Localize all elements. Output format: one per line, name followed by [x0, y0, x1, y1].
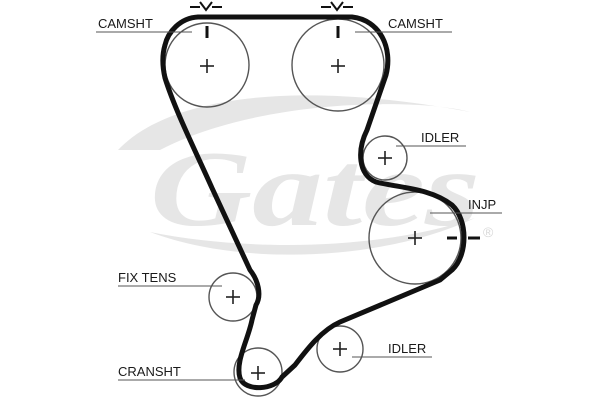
gates-logo-wordmark: Gates [150, 130, 480, 249]
crankshaft-pulley [233, 347, 283, 397]
label-camshaft-right: CAMSHT [388, 16, 443, 31]
label-crankshaft: CRANSHT [118, 364, 181, 379]
gates-logo-watermark: Gates ® [118, 95, 494, 255]
plus-icon-camshaft-right [331, 59, 345, 73]
timing-mark-icon-left [190, 1, 222, 12]
leader-lines [96, 31, 502, 381]
label-idler-upper: IDLER [421, 130, 459, 145]
plus-icon-crankshaft [251, 366, 265, 380]
plus-icon-idler-upper [378, 151, 392, 165]
label-camshaft-left: CAMSHT [98, 16, 153, 31]
label-idler-lower: IDLER [388, 341, 426, 356]
plus-icon-camshaft-left [200, 59, 214, 73]
timing-mark-icon-right [321, 1, 353, 12]
logo-swoosh-bottom [150, 218, 475, 255]
registered-mark: ® [483, 224, 494, 240]
top-timing-marks [190, 1, 353, 12]
idler-lower-pulley [316, 325, 364, 373]
logo-swoosh-top [118, 95, 470, 150]
label-fixed-tensioner: FIX TENS [118, 270, 177, 285]
timing-belt [160, 14, 467, 391]
label-injection-pump: INJP [468, 197, 496, 212]
plus-icon-injection-pump [408, 231, 422, 245]
plus-icon-fixed-tensioner [226, 290, 240, 304]
center-marks [200, 59, 422, 380]
pulley-timing-ticks [205, 26, 480, 240]
plus-icon-idler-lower [333, 342, 347, 356]
labels: CAMSHT CAMSHT IDLER INJP FIX TENS CRANSH… [98, 16, 496, 379]
